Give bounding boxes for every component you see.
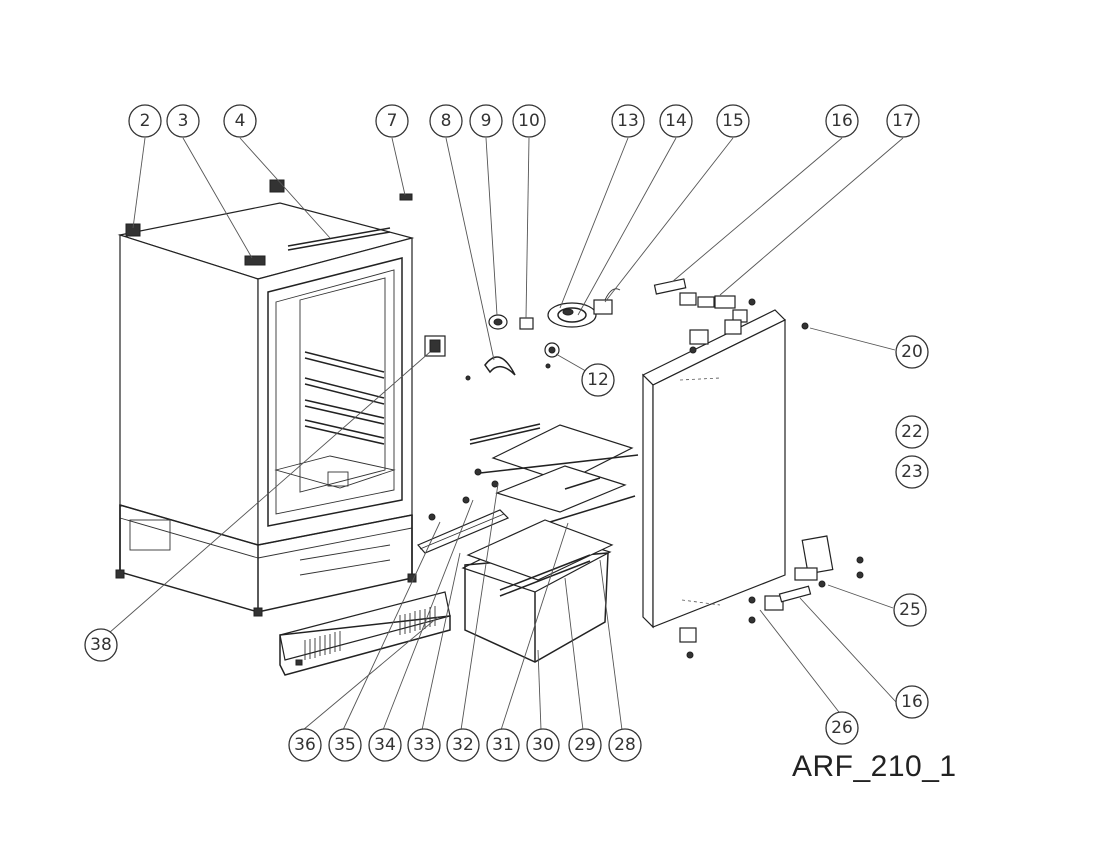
svg-text:22: 22: [901, 422, 923, 442]
callout-17: 17: [886, 104, 920, 138]
callout-23: 23: [895, 455, 929, 489]
callout-20: 20: [895, 335, 929, 369]
svg-text:8: 8: [441, 111, 452, 131]
svg-text:20: 20: [901, 342, 923, 362]
svg-text:31: 31: [492, 735, 514, 755]
callout-34: 34: [368, 728, 402, 762]
svg-text:36: 36: [294, 735, 316, 755]
leader-lines: [100, 137, 904, 731]
svg-text:14: 14: [665, 111, 687, 131]
callout-2: 2: [128, 104, 162, 138]
svg-text:17: 17: [892, 111, 914, 131]
callout-38: 38: [84, 628, 118, 662]
callout-16-top: 16: [825, 104, 859, 138]
callout-26: 26: [825, 711, 859, 745]
callout-32: 32: [446, 728, 480, 762]
shelf-bracket: [417, 496, 510, 554]
callout-36: 36: [288, 728, 322, 762]
callout-16-bottom: 16: [895, 685, 929, 719]
crisper-drawer: [461, 519, 614, 663]
svg-text:38: 38: [90, 635, 112, 655]
callout-15: 15: [716, 104, 750, 138]
callout-10: 10: [512, 104, 546, 138]
svg-text:7: 7: [387, 111, 398, 131]
callout-31: 31: [486, 728, 520, 762]
callout-12: 12: [581, 363, 615, 397]
callout-3: 3: [166, 104, 200, 138]
svg-text:33: 33: [413, 735, 435, 755]
svg-text:9: 9: [481, 111, 492, 131]
callout-28: 28: [608, 728, 642, 762]
svg-text:23: 23: [901, 462, 923, 482]
callout-13: 13: [611, 104, 645, 138]
svg-text:32: 32: [452, 735, 474, 755]
svg-text:12: 12: [587, 370, 609, 390]
svg-text:29: 29: [574, 735, 596, 755]
callout-35: 35: [328, 728, 362, 762]
svg-text:26: 26: [831, 718, 853, 738]
drawing-code-label: ARF_210_1: [792, 750, 957, 783]
door-panel: [641, 309, 787, 629]
door-hardware: [653, 278, 864, 659]
toe-kick-grille: [279, 591, 451, 676]
shelves: [469, 423, 639, 523]
callout-7: 7: [375, 104, 409, 138]
svg-text:2: 2: [140, 111, 151, 131]
svg-text:30: 30: [532, 735, 554, 755]
callout-29: 29: [568, 728, 602, 762]
lamp-parts: [465, 288, 621, 381]
callout-22: 22: [895, 415, 929, 449]
callout-9: 9: [469, 104, 503, 138]
svg-text:13: 13: [617, 111, 639, 131]
svg-text:35: 35: [334, 735, 356, 755]
callout-4: 4: [223, 104, 257, 138]
svg-text:16: 16: [831, 111, 853, 131]
svg-text:34: 34: [374, 735, 396, 755]
svg-text:15: 15: [722, 111, 744, 131]
svg-text:16: 16: [901, 692, 923, 712]
svg-text:3: 3: [178, 111, 189, 131]
svg-text:25: 25: [899, 600, 921, 620]
svg-text:4: 4: [235, 111, 246, 131]
callout-14: 14: [659, 104, 693, 138]
callout-30: 30: [526, 728, 560, 762]
svg-text:10: 10: [518, 111, 540, 131]
callout-25: 25: [893, 593, 927, 627]
cabinet-body: [115, 179, 417, 617]
svg-text:28: 28: [614, 735, 636, 755]
callout-8: 8: [429, 104, 463, 138]
callout-33: 33: [407, 728, 441, 762]
thermostat-box: [424, 335, 446, 357]
